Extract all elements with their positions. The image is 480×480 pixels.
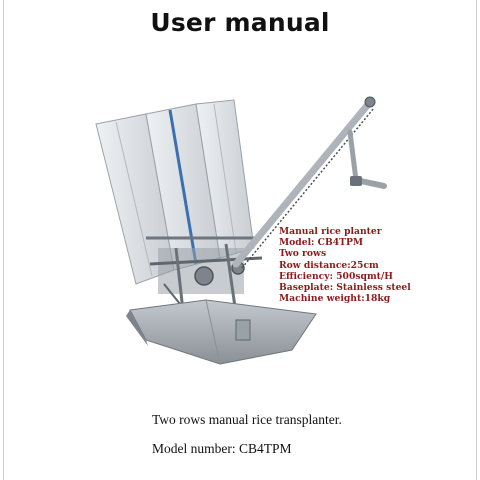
rice-transplanter-illustration [95, 96, 387, 365]
spec-line-efficiency: Efficiency: 500sqmt/H [279, 270, 393, 282]
caption-description: Two rows manual rice transplanter. [152, 412, 342, 427]
handle-pole [232, 96, 387, 269]
page-title: User manual [150, 8, 330, 37]
spec-line-model: Model: CB4TPM [279, 237, 364, 249]
spec-line-product: Manual rice planter [279, 226, 382, 237]
right-page-edge [476, 0, 477, 480]
stainless-baseplate [126, 299, 317, 365]
spec-line-baseplate: Baseplate: Stainless steel [279, 282, 411, 294]
seedling-tray-right [195, 99, 255, 259]
spec-line-rows: Two rows [279, 248, 327, 260]
spec-line-weight: Machine weight:18kg [279, 293, 391, 305]
spec-line-row-distance: Row distance:25cm [279, 259, 379, 271]
spec-list: Manual rice planter Model: CB4TPM Two ro… [279, 226, 411, 304]
caption-model-number: Model number: CB4TPM [152, 441, 292, 456]
left-page-edge [3, 0, 4, 480]
